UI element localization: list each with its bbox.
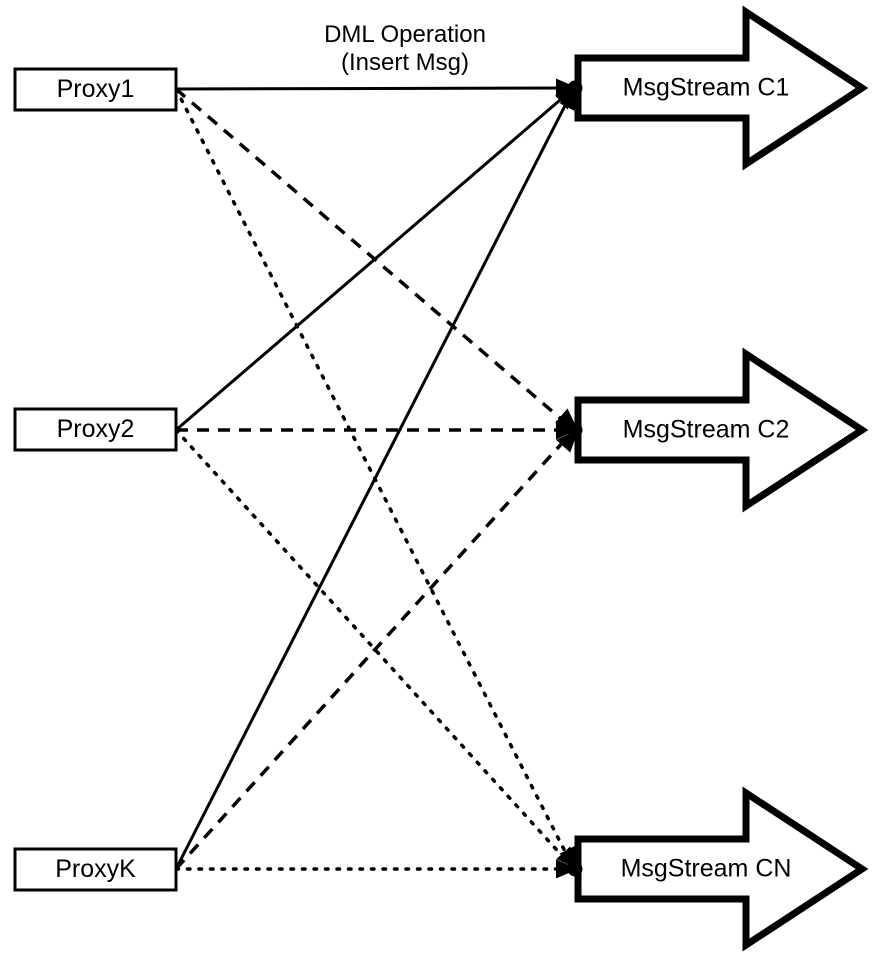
msgstream-arrow-shape[interactable] xyxy=(574,786,869,952)
proxy-node-proxy1[interactable]: Proxy1 xyxy=(13,67,178,112)
proxy-label: Proxy2 xyxy=(57,415,135,443)
msgstream-arrow-shape[interactable] xyxy=(574,5,869,171)
arrowhead-icon xyxy=(555,78,578,98)
arrowhead-icon xyxy=(567,422,583,438)
msgstream-label: MsgStream C2 xyxy=(623,416,790,444)
msgstream-arrow-shape[interactable] xyxy=(574,347,869,513)
msgstream-node-1[interactable]: MsgStream C1 xyxy=(574,5,869,171)
arrowhead-icon xyxy=(556,420,578,440)
proxy-box[interactable] xyxy=(13,847,178,892)
edge-proxyk-to-c1 xyxy=(174,87,576,870)
edge-proxy2-to-c1 xyxy=(175,86,575,432)
msgstream-label: MsgStream C1 xyxy=(623,74,790,102)
edge-proxy2-to-cn xyxy=(174,428,576,871)
edges-layer xyxy=(174,86,576,871)
arrowhead-icon xyxy=(567,861,583,877)
msgstream-node-3[interactable]: MsgStream CN xyxy=(574,786,869,952)
proxy-label: Proxy1 xyxy=(57,75,135,103)
edge-label-group: DML Operation (Insert Msg) xyxy=(324,21,486,76)
edge-label-line2: (Insert Msg) xyxy=(341,49,469,76)
proxy-node-proxyk[interactable]: ProxyK xyxy=(13,847,178,892)
arrowhead-icon xyxy=(556,859,578,879)
proxy-box[interactable] xyxy=(13,67,178,112)
proxy-node-proxy2[interactable]: Proxy2 xyxy=(13,407,178,452)
edge-proxy1-to-c1 xyxy=(175,86,575,91)
msgstream-label: MsgStream CN xyxy=(621,855,792,883)
proxy-box[interactable] xyxy=(13,407,178,452)
arrowheads-layer xyxy=(555,78,583,879)
proxy-label: ProxyK xyxy=(55,855,136,883)
streams-layer: MsgStream C1 MsgStream C2 MsgStream CN xyxy=(574,5,869,952)
msgstream-node-2[interactable]: MsgStream C2 xyxy=(574,347,869,513)
arrowhead-icon xyxy=(567,80,583,96)
edge-proxyk-to-c2 xyxy=(174,428,576,871)
edge-label-line1: DML Operation xyxy=(324,21,486,48)
